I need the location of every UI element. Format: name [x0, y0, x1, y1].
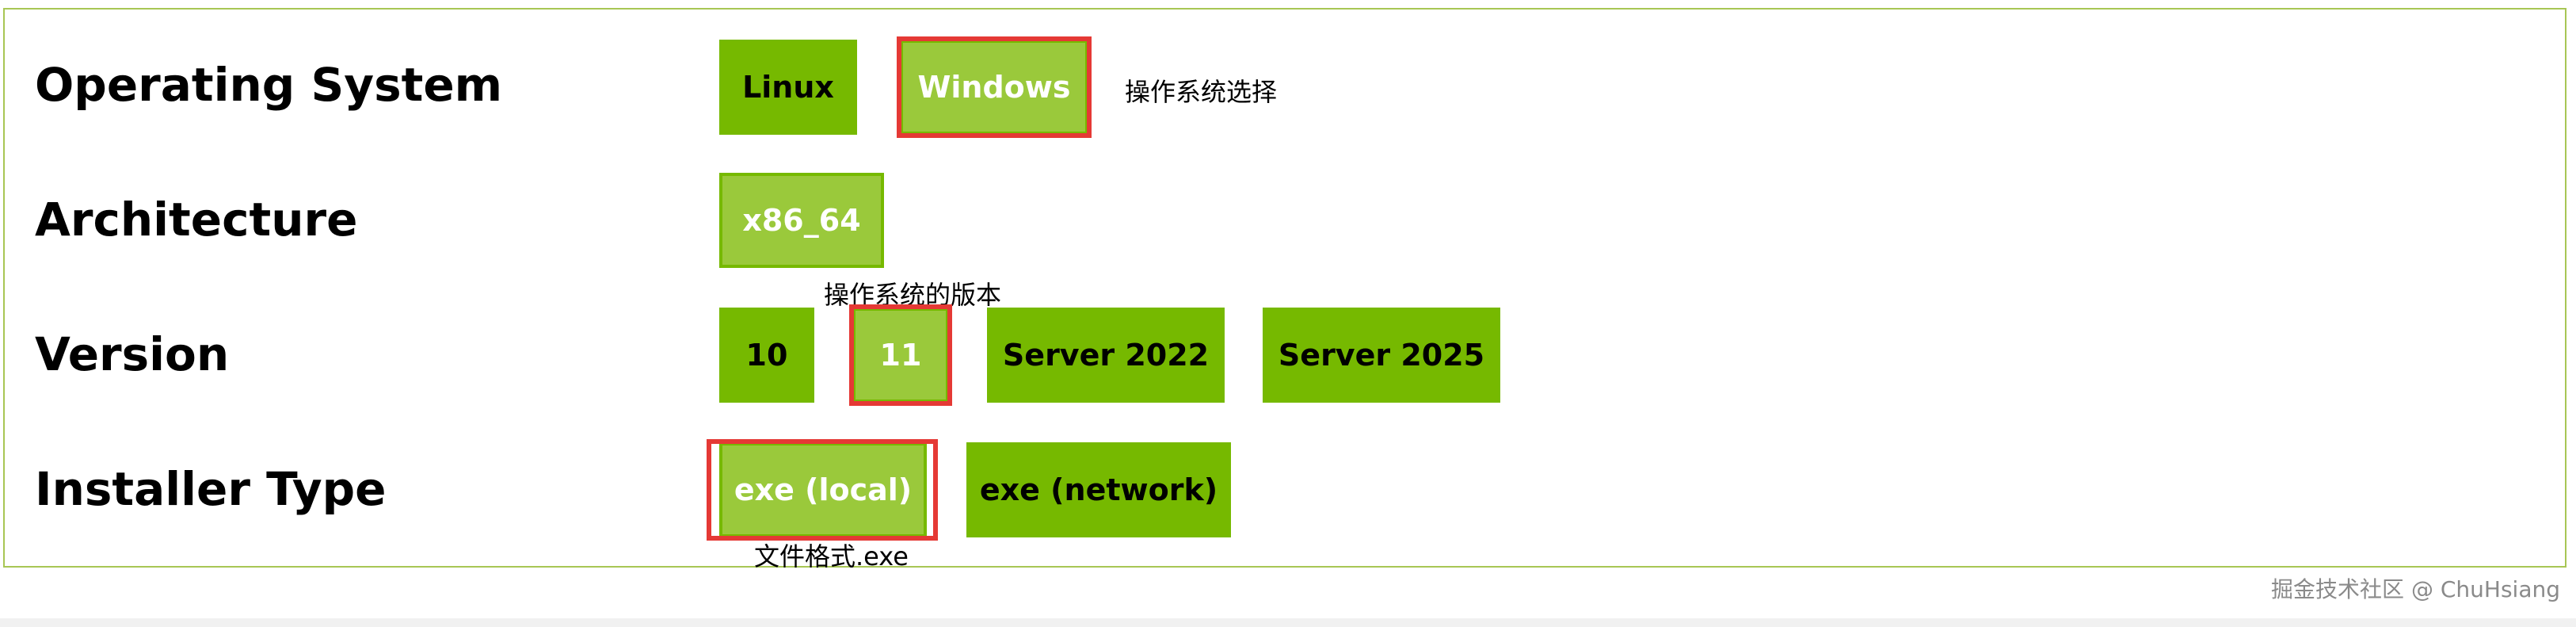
version-option-server-2025[interactable]: Server 2025: [1263, 308, 1500, 403]
download-selector-panel: [3, 8, 2566, 568]
os-option-windows[interactable]: Windows: [900, 40, 1088, 135]
os-option-linux[interactable]: Linux: [719, 40, 857, 135]
installer-annotation: 文件格式.exe: [754, 541, 909, 572]
operating-system-label: Operating System: [35, 58, 503, 112]
version-option-server-2022[interactable]: Server 2022: [987, 308, 1225, 403]
os-annotation: 操作系统选择: [1125, 77, 1278, 107]
watermark: 掘金技术社区 @ ChuHsiang: [2271, 576, 2560, 602]
installer-option-exe-network[interactable]: exe (network): [966, 442, 1231, 537]
version-label: Version: [35, 327, 230, 381]
installer-option-exe-local[interactable]: exe (local): [719, 442, 927, 537]
architecture-label: Architecture: [35, 193, 358, 247]
version-option-11[interactable]: 11: [852, 308, 949, 403]
arch-option-x86-64[interactable]: x86_64: [719, 173, 884, 268]
footer-bar: [0, 618, 2576, 627]
version-option-10[interactable]: 10: [719, 308, 814, 403]
version-annotation: 操作系统的版本: [824, 280, 1002, 310]
installer-type-label: Installer Type: [35, 462, 387, 516]
